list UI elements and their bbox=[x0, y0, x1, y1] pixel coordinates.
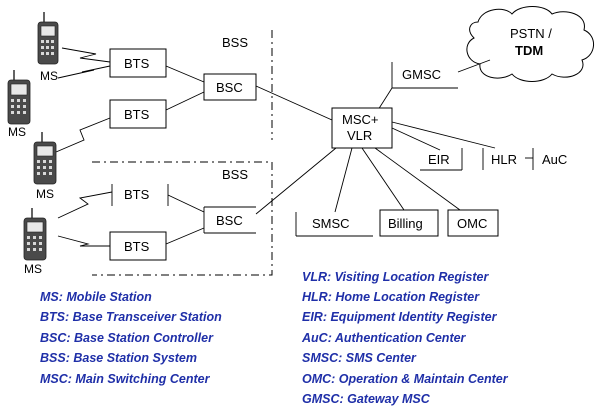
bts-4-label: BTS bbox=[124, 239, 150, 254]
msc-label-2: VLR bbox=[347, 128, 372, 143]
bts-2-label: BTS bbox=[124, 107, 150, 122]
bts-1-box bbox=[109, 48, 167, 78]
legend-left-item: BSC: Base Station Controller bbox=[40, 331, 214, 345]
hlr-label: HLR bbox=[491, 152, 517, 167]
billing-label: Billing bbox=[388, 216, 423, 231]
pstn-label: PSTN / bbox=[510, 26, 552, 41]
bts-1-label: BTS bbox=[124, 56, 150, 71]
omc-box bbox=[447, 209, 499, 237]
radio-link-ms2-bts1 bbox=[57, 65, 111, 79]
edge-msc-hlr bbox=[391, 121, 496, 149]
legend-right-item: VLR: Visiting Location Register bbox=[302, 270, 489, 284]
pstn-cloud bbox=[466, 6, 594, 82]
ms-3-label: MS bbox=[36, 187, 54, 201]
legend-left-item: MSC: Main Switching Center bbox=[40, 372, 211, 386]
omc-label: OMC bbox=[457, 216, 487, 231]
edge-msc-omc bbox=[374, 147, 461, 211]
radio-link-ms4-bts3 bbox=[57, 191, 113, 219]
edge-msc-smsc bbox=[334, 147, 353, 213]
legend-left-item: MS: Mobile Station bbox=[40, 290, 152, 304]
edge-bts3-bsc bbox=[167, 194, 205, 213]
edge-bscbottom-msc bbox=[255, 147, 337, 215]
bss-bottom-outline bbox=[92, 161, 273, 276]
edge-msc-eir bbox=[391, 127, 441, 151]
radio-link-ms1-bts1 bbox=[61, 47, 111, 63]
billing-box bbox=[379, 209, 439, 237]
gmsc-label: GMSC bbox=[402, 67, 441, 82]
legend-right-item: GMSC: Gateway MSC bbox=[302, 392, 431, 406]
bsc-top-box bbox=[203, 73, 257, 101]
ms-3-phone-icon bbox=[33, 132, 57, 185]
eir-label: EIR bbox=[428, 152, 450, 167]
legend-right-item: HLR: Home Location Register bbox=[302, 290, 480, 304]
edge-gmsc-msc bbox=[377, 87, 393, 111]
edge-gmsc-pstn bbox=[457, 59, 491, 73]
msc-vlr-box bbox=[331, 107, 393, 149]
bts-2-box bbox=[109, 99, 167, 129]
legend-left-item: BSS: Base Station System bbox=[40, 351, 197, 365]
radio-link-ms3-bts2 bbox=[55, 117, 111, 153]
legend-right-item: OMC: Operation & Maintain Center bbox=[302, 372, 509, 386]
tdm-label: TDM bbox=[515, 43, 543, 58]
edge-msc-billing bbox=[361, 147, 405, 211]
ms-2-phone-icon bbox=[7, 70, 31, 125]
radio-link-ms4-bts4 bbox=[57, 235, 110, 247]
edge-bts2-bsc bbox=[165, 91, 205, 111]
auc-label: AuC bbox=[542, 152, 567, 167]
legend-right-item: AuC: Authentication Center bbox=[301, 331, 467, 345]
bts-3-label: BTS bbox=[124, 187, 150, 202]
edge-bts4-bsc bbox=[165, 227, 205, 245]
bss-bottom-label: BSS bbox=[222, 167, 248, 182]
bss-top-label: BSS bbox=[222, 35, 248, 50]
edge-bsctop-msc bbox=[255, 85, 333, 121]
ms-1-phone-icon bbox=[37, 12, 59, 65]
legend-right-item: EIR: Equipment Identity Register bbox=[302, 310, 498, 324]
legend-right-item: SMSC: SMS Center bbox=[302, 351, 417, 365]
ms-4-label: MS bbox=[24, 262, 42, 276]
ms-4-phone-icon bbox=[23, 208, 47, 261]
bsc-top-label: BSC bbox=[216, 80, 243, 95]
ms-1-label: MS bbox=[40, 69, 58, 83]
msc-label-1: MSC+ bbox=[342, 112, 378, 127]
legend-left-item: BTS: Base Transceiver Station bbox=[40, 310, 222, 324]
edge-bts1-bsc bbox=[165, 65, 205, 83]
bsc-bottom-label: BSC bbox=[216, 213, 243, 228]
bts-4-box bbox=[109, 231, 167, 261]
ms-2-label: MS bbox=[8, 125, 26, 139]
smsc-label: SMSC bbox=[312, 216, 350, 231]
